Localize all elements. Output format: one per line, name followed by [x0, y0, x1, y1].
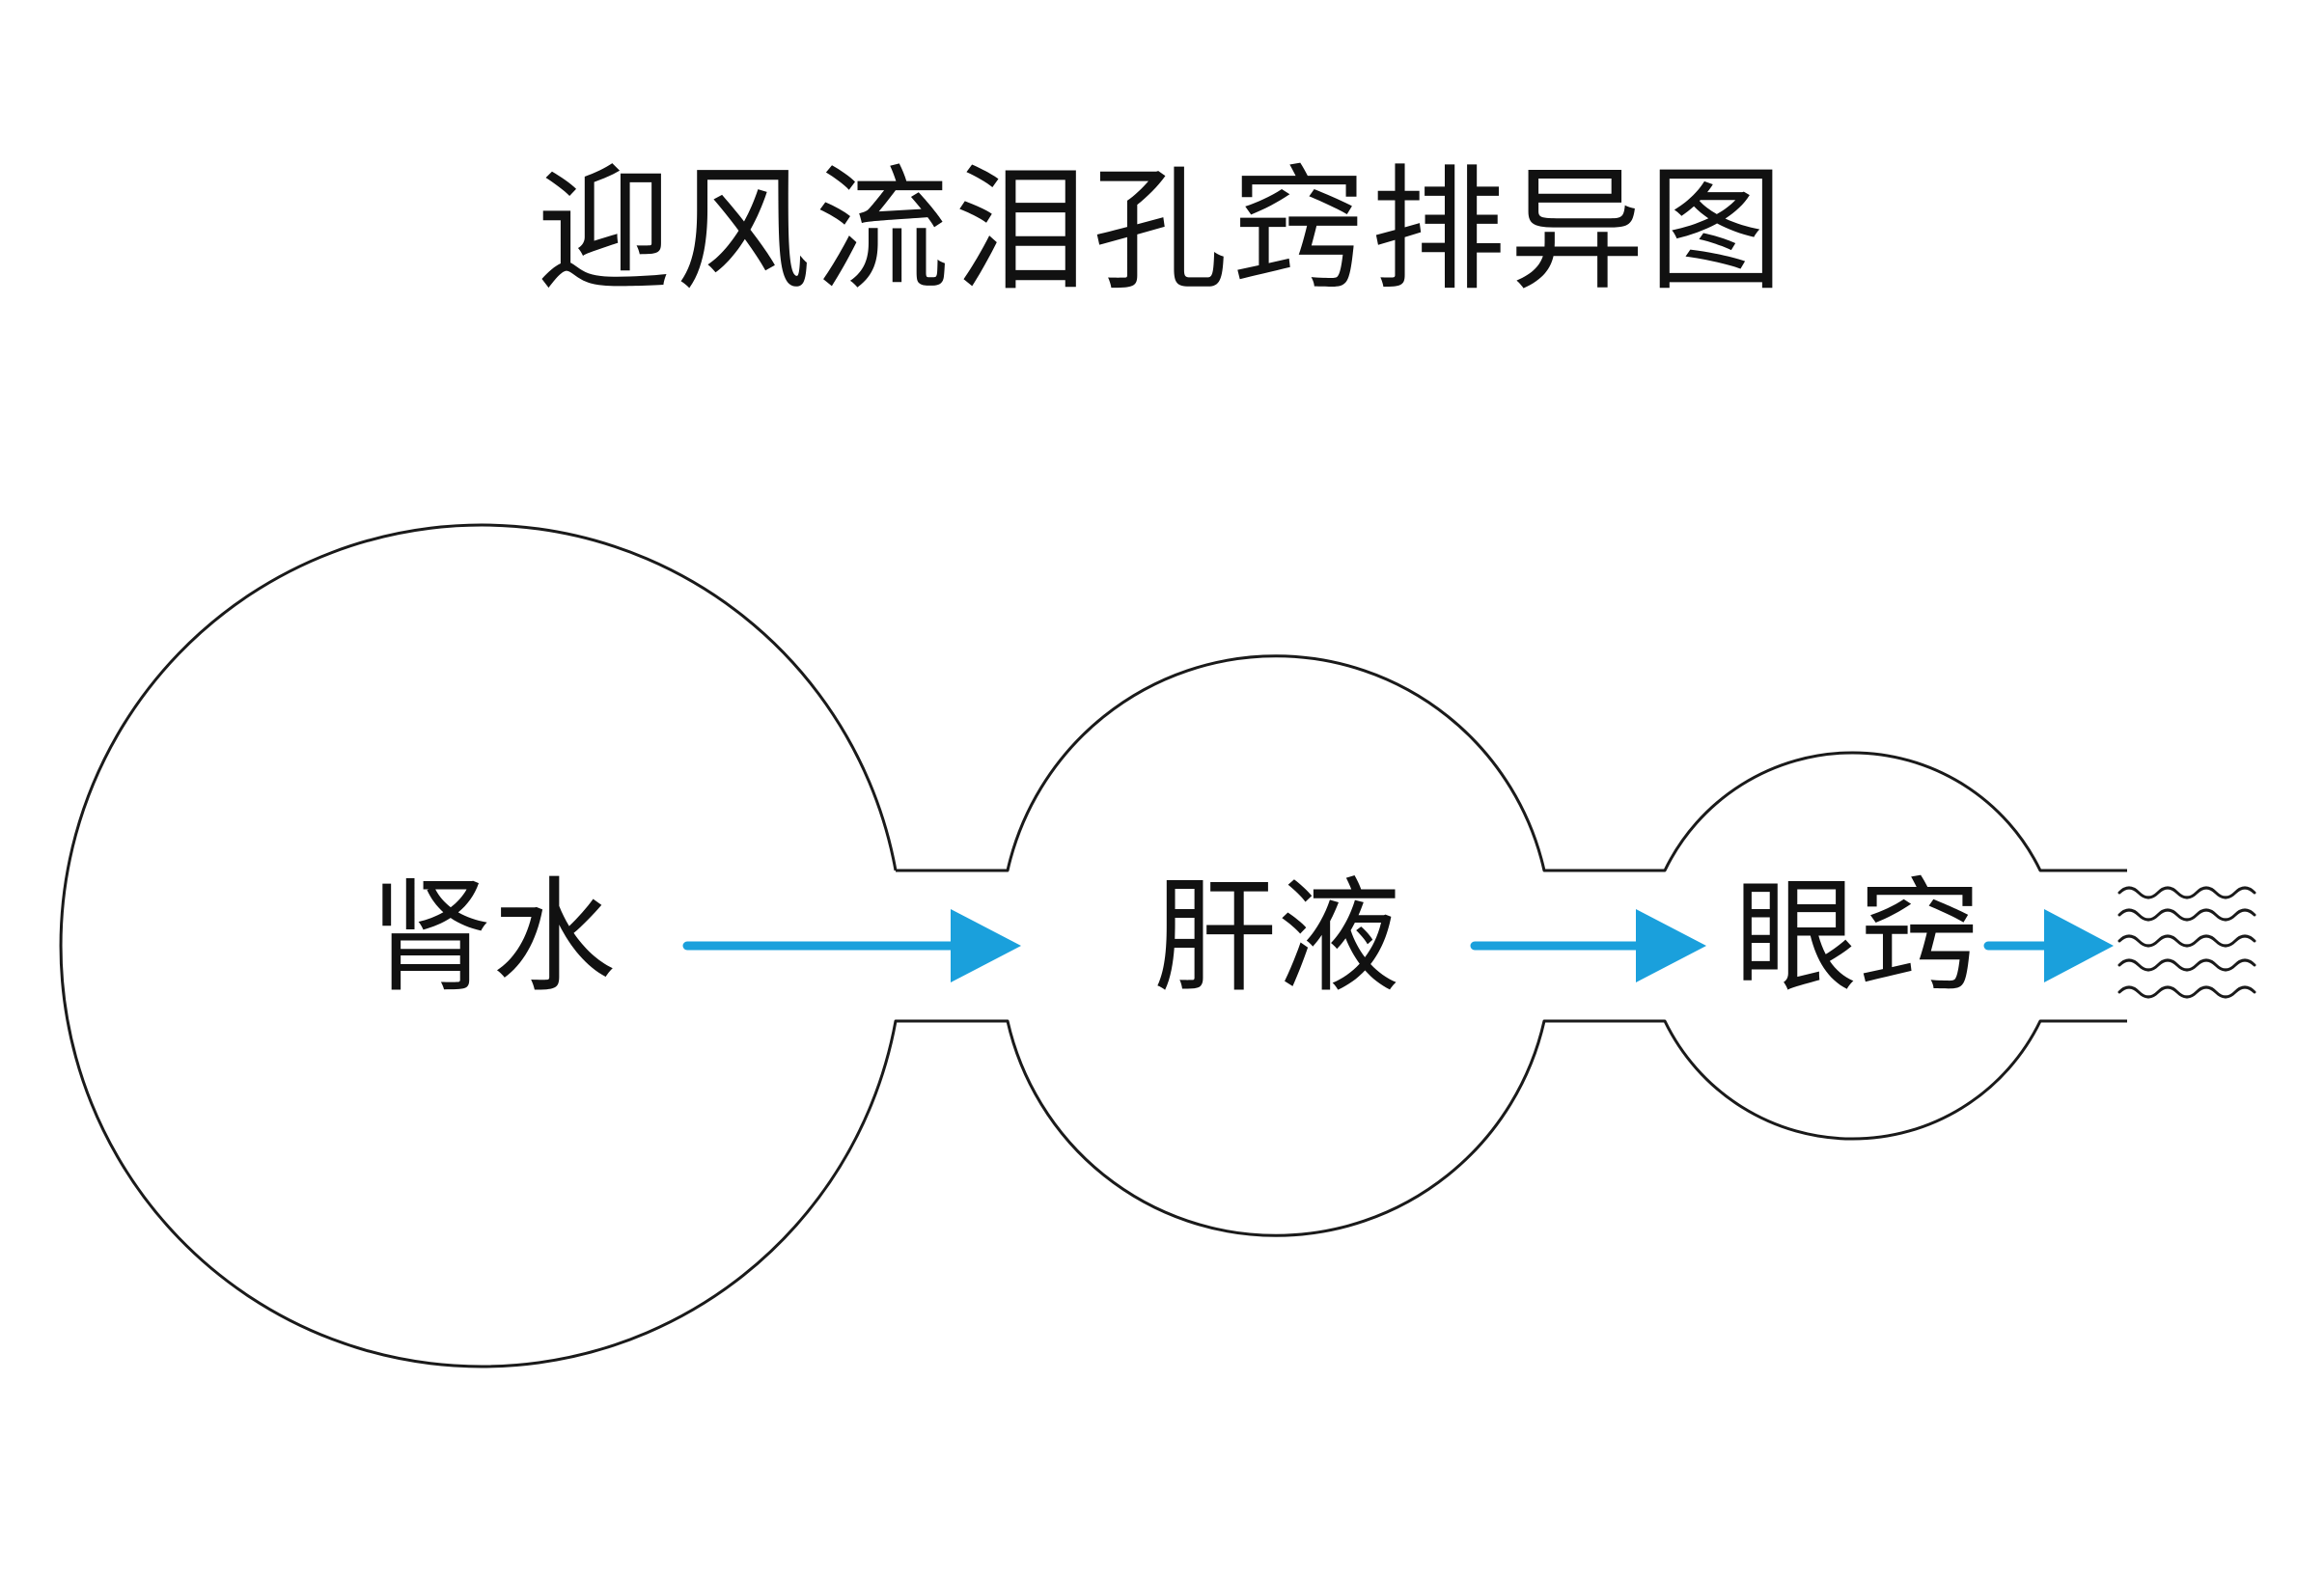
chamber-outline — [59, 523, 2127, 1368]
arrow-kidney-to-liver — [682, 909, 1021, 982]
node-label-eye: 眼窍 — [1734, 866, 1981, 1009]
chamber-outline-bottom — [896, 654, 2127, 872]
diagram-title: 迎风流泪孔窍排异图 — [536, 152, 1787, 310]
arrow-eye-out — [1983, 909, 2114, 982]
node-label-kidney: 肾水 — [369, 866, 616, 1009]
wavy-lines-icon — [2117, 886, 2256, 999]
chamber-outline-top — [59, 523, 2127, 1368]
arrow-liver-to-eye — [1470, 909, 1706, 982]
flow-arrows — [682, 909, 2114, 982]
node-label-liver: 肝液 — [1153, 866, 1400, 1009]
